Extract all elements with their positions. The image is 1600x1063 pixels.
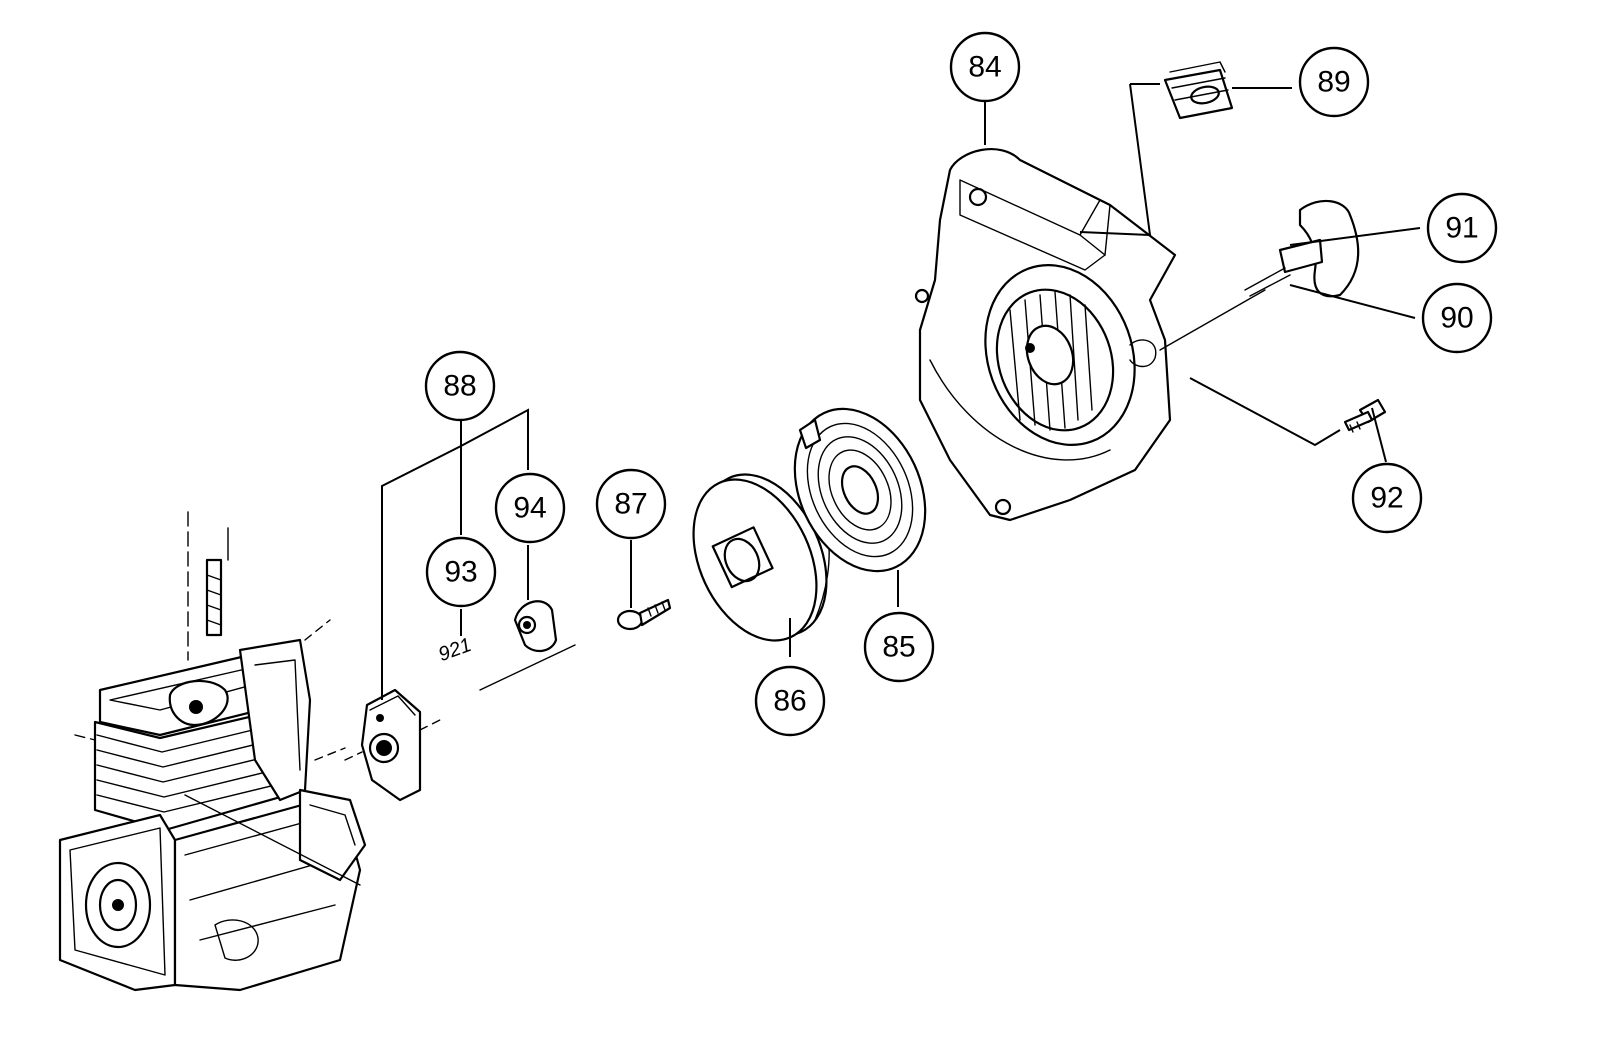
spring-marking: 921 (436, 634, 475, 666)
callout-92: 92 (1351, 462, 1423, 534)
ratchet-base (344, 688, 441, 802)
callout-93: 93 (425, 536, 497, 608)
callout-label-88: 88 (443, 370, 476, 403)
callout-label-86: 86 (773, 685, 806, 718)
starter-housing-84 (914, 148, 1266, 522)
callout-87: 87 (595, 468, 667, 540)
callout-85: 85 (863, 611, 935, 683)
pawl-94 (479, 600, 576, 691)
bolt-92 (1343, 398, 1387, 433)
callout-label-91: 91 (1445, 212, 1478, 245)
callout-label-89: 89 (1317, 66, 1350, 99)
callout-90: 90 (1421, 282, 1493, 354)
rope-90 (1244, 267, 1291, 297)
callout-91: 91 (1426, 192, 1498, 264)
callout-label-84: 84 (968, 51, 1001, 84)
callout-94: 94 (494, 472, 566, 544)
engine-block (58, 511, 367, 992)
callout-84: 84 (949, 31, 1021, 103)
spring-93: 921 (436, 634, 475, 666)
callout-label-87: 87 (614, 488, 647, 521)
grommet-89 (1163, 61, 1234, 120)
callout-label-94: 94 (513, 492, 546, 525)
callout-89: 89 (1298, 46, 1370, 118)
handle-91 (1278, 199, 1360, 298)
recoil-spring-85 (793, 407, 927, 573)
callout-label-93: 93 (444, 556, 477, 589)
callout-label-92: 92 (1370, 482, 1403, 515)
leader-lines (381, 83, 1421, 700)
callout-label-90: 90 (1440, 302, 1473, 335)
screw-87 (616, 598, 672, 631)
callout-label-85: 85 (882, 631, 915, 664)
callout-88: 88 (424, 350, 496, 422)
callout-86: 86 (754, 665, 826, 737)
